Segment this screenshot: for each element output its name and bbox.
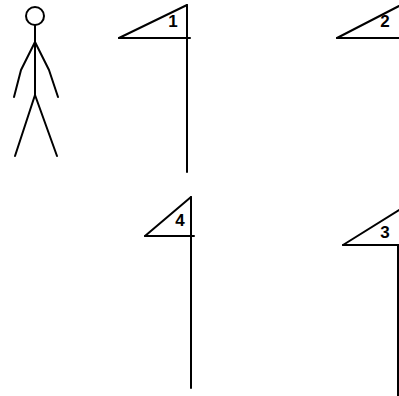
flag-number-holder: 2: [377, 12, 393, 32]
callout-number: 1: [165, 12, 181, 32]
flag: [119, 5, 190, 172]
flag-number-holder: 4: [172, 211, 188, 231]
stick-figure: [14, 7, 58, 156]
flag-number-holder: 3: [377, 223, 393, 243]
flag: [343, 210, 399, 396]
flag: [145, 197, 194, 388]
callout-number: 3: [377, 223, 393, 243]
flag-number-holder: 1: [165, 12, 181, 32]
flag: [337, 6, 399, 38]
callout-number: 2: [377, 12, 393, 32]
callout-number: 4: [172, 211, 188, 231]
